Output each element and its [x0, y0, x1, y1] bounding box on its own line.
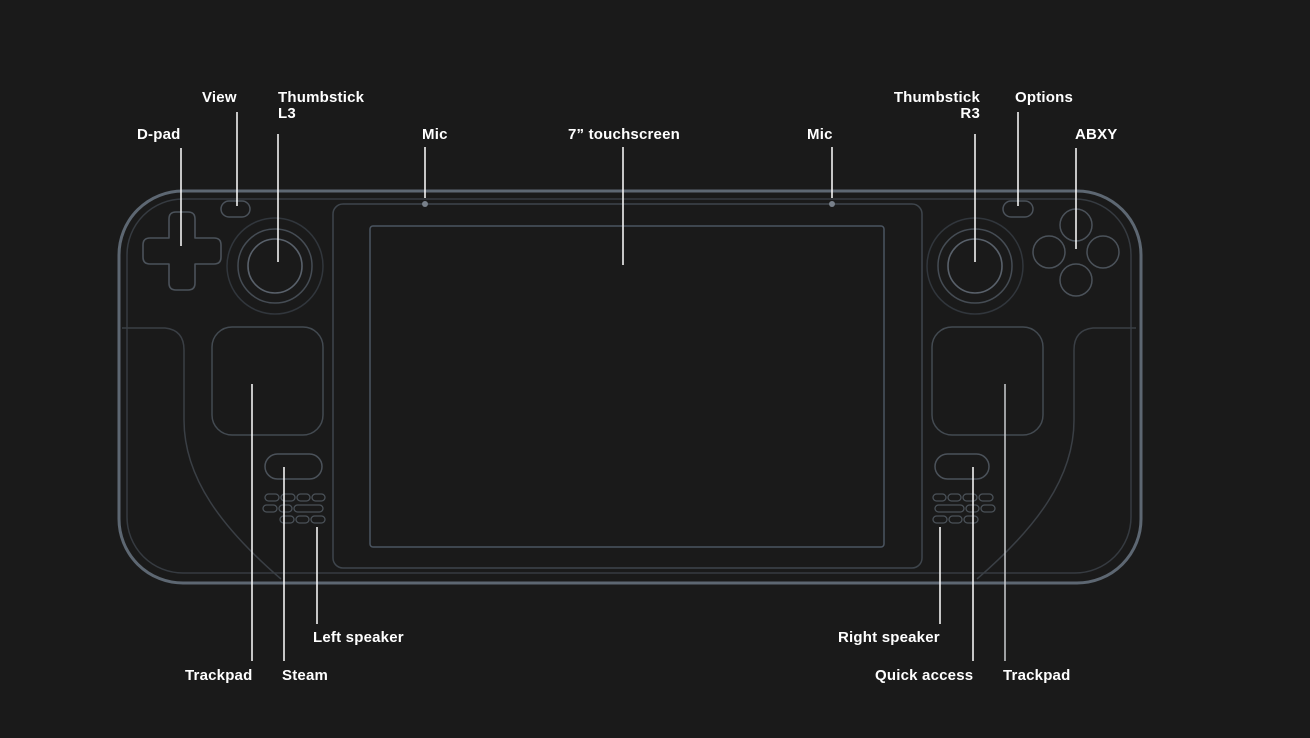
trackpad-right[interactable]: [931, 326, 1044, 436]
abxy-buttons[interactable]: [1032, 208, 1120, 297]
right-speaker-grille: [932, 493, 996, 524]
leader-lines: [180, 112, 1077, 661]
device-body-outline: [117, 189, 1143, 585]
thumbstick-left-mid-ring: [237, 228, 313, 304]
trackpad-left-label: Trackpad: [185, 667, 253, 684]
speaker-right-label: Right speaker: [838, 629, 940, 646]
left-speaker-grille: [262, 493, 326, 524]
trackpad-left[interactable]: [211, 326, 324, 436]
thumbstick-r3-label-line1: Thumbstick: [893, 89, 980, 106]
right-grip-contour: [976, 327, 1136, 580]
mic-right-label: Mic: [807, 126, 833, 143]
mic-left-dot: [422, 201, 428, 207]
mic-left-label: Mic: [422, 126, 448, 143]
speaker-left-label: Left speaker: [313, 629, 404, 646]
touchscreen-label: 7” touchscreen: [568, 126, 681, 143]
steam-button[interactable]: [264, 453, 323, 480]
thumbstick-left-outer-ring: [226, 217, 324, 315]
quick-access-button[interactable]: [934, 453, 990, 480]
dpad-label: D-pad: [137, 126, 181, 143]
thumbstick-left[interactable]: [226, 217, 324, 315]
quick-access-label: Quick access: [875, 667, 974, 684]
thumbstick-left-cap: [247, 238, 303, 294]
thumbstick-r3-label-line2: R3: [960, 105, 980, 122]
trackpad-right-label: Trackpad: [1003, 667, 1071, 684]
device-front-face-outline: [126, 198, 1132, 574]
x-button[interactable]: [1032, 235, 1066, 269]
thumbstick-l3-label: Thumbstick L3: [278, 90, 364, 122]
options-label: Options: [1015, 89, 1074, 106]
steam-label: Steam: [282, 667, 329, 684]
thumbstick-l3-label-line2: L3: [278, 105, 296, 122]
mic-right-dot: [829, 201, 835, 207]
view-label: View: [202, 89, 237, 106]
view-button[interactable]: [220, 200, 251, 218]
a-button[interactable]: [1059, 263, 1093, 297]
left-grip-contour: [122, 327, 282, 580]
thumbstick-r3-label: Thumbstick R3: [888, 90, 980, 122]
touchscreen[interactable]: [369, 225, 885, 548]
b-button[interactable]: [1086, 235, 1120, 269]
thumbstick-l3-label-line1: Thumbstick: [278, 89, 365, 106]
abxy-label: ABXY: [1075, 126, 1118, 143]
screen-bezel: [332, 203, 923, 569]
dpad[interactable]: [142, 211, 222, 291]
